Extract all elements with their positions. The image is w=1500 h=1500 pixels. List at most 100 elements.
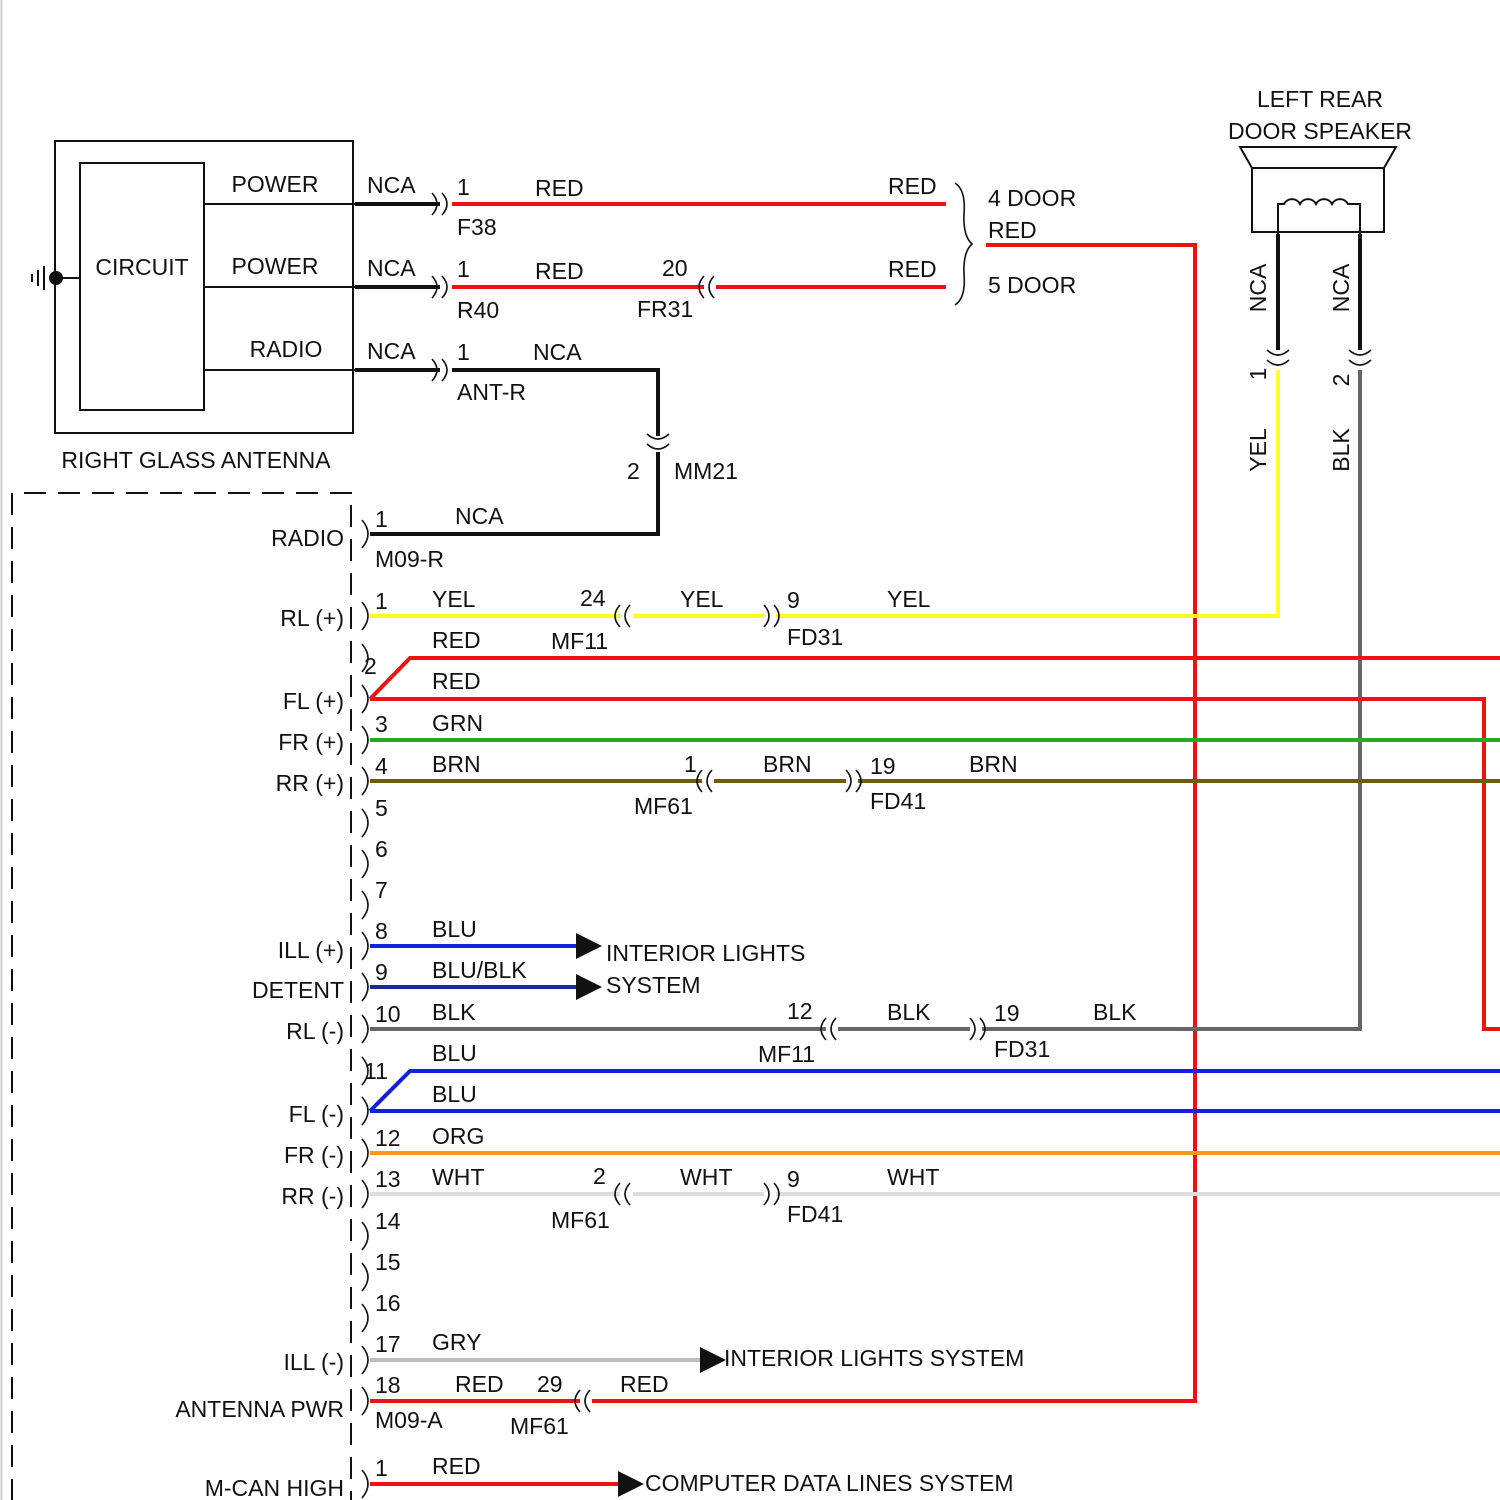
ill-pos-color: BLU — [432, 916, 477, 942]
radio-pin-label-rl-pos: RL (+) — [280, 605, 344, 631]
interior-lights-line-1: INTERIOR LIGHTS — [606, 940, 805, 966]
fl-neg-color-b: BLU — [432, 1081, 477, 1107]
radio-pin-label-fr-pos: FR (+) — [278, 729, 344, 755]
mf61-b-pin: 2 — [593, 1163, 606, 1189]
rr-neg-color-3: WHT — [887, 1164, 939, 1190]
radio-pin-label-ill-neg: ILL (-) — [284, 1349, 345, 1375]
m09-a-name: M09-A — [375, 1407, 443, 1433]
mf11-b-pin: 12 — [787, 998, 813, 1024]
rl-pos-color-2: YEL — [680, 586, 724, 612]
radio-pin-number-15: 12 — [375, 1125, 401, 1151]
fd41-a-name: FD41 — [870, 788, 926, 814]
rr-pos-color-1: BRN — [432, 751, 481, 777]
computer-data-lines: COMPUTER DATA LINES SYSTEM — [645, 1470, 1013, 1496]
radio-pin-number-7: 5 — [375, 795, 388, 821]
mcan-color: RED — [432, 1453, 481, 1479]
radio-pin-number-13: 11 — [364, 1058, 388, 1084]
radio-ant-color: NCA — [533, 339, 582, 365]
radio-pin-label-m-can-high: M-CAN HIGH — [205, 1475, 344, 1500]
power-2-color-right: RED — [888, 256, 937, 282]
mm21-name: MM21 — [674, 458, 738, 484]
circuit-label: CIRCUIT — [95, 254, 188, 280]
fr31-name: FR31 — [637, 296, 693, 322]
fd31-b-pin: 19 — [994, 1000, 1020, 1026]
radio-pin-number-19: 16 — [375, 1290, 401, 1316]
radio-pin-number-1: 1 — [375, 506, 388, 532]
ant-r-name: ANT-R — [457, 379, 526, 405]
fr-neg-color: ORG — [432, 1123, 484, 1149]
rl-neg-color-1: BLK — [432, 999, 476, 1025]
mf61-b-name: MF61 — [551, 1207, 610, 1233]
speaker-title-line-1: LEFT REAR — [1257, 86, 1383, 112]
power-1-color-right: RED — [888, 173, 937, 199]
radio-pin-number-3: 2 — [364, 653, 377, 679]
radio-pin-label-fl-neg: FL (-) — [289, 1101, 344, 1127]
radio-pin-number-21: 18 — [375, 1372, 401, 1398]
speaker-wire-code-2: NCA — [1328, 263, 1354, 312]
r40-name: R40 — [457, 297, 499, 323]
radio-pin-number-16: 13 — [375, 1166, 401, 1192]
rl-neg-color-3: BLK — [1093, 999, 1137, 1025]
f38-pin: 1 — [457, 174, 470, 200]
fl-neg-color-a: BLU — [432, 1040, 477, 1066]
antenna-wire-code-2: NCA — [367, 255, 416, 281]
power-2-color-left: RED — [535, 258, 584, 284]
mf11-b-name: MF11 — [758, 1041, 815, 1067]
radio-pin-label-rl-neg: RL (-) — [286, 1018, 344, 1044]
antenna-pin-label-radio: RADIO — [250, 336, 323, 362]
radio-in-color: NCA — [455, 503, 504, 529]
speaker-title-line-2: DOOR SPEAKER — [1228, 118, 1412, 144]
radio-pin-number-11: 9 — [375, 959, 388, 985]
radio-pin-number-22: 1 — [375, 1455, 388, 1481]
speaker-wire-code-1: NCA — [1245, 263, 1271, 312]
rr-neg-color-2: WHT — [680, 1164, 732, 1190]
variant-red: RED — [988, 217, 1037, 243]
radio-pin-label-antenna-pwr: ANTENNA PWR — [175, 1396, 344, 1422]
mm21-pin: 2 — [627, 458, 640, 484]
mf11-a-name: MF11 — [551, 628, 608, 654]
m09-r-name: M09-R — [375, 546, 444, 572]
ant-pwr-color-1: RED — [455, 1371, 504, 1397]
fd31-a-name: FD31 — [787, 624, 843, 650]
ant-pwr-color-2: RED — [620, 1371, 669, 1397]
antenna-wire-code-1: NCA — [367, 172, 416, 198]
antenna-wire-code-3: NCA — [367, 338, 416, 364]
radio-pin-label-fr-neg: FR (-) — [284, 1142, 344, 1168]
fl-pos-color-b: RED — [432, 668, 481, 694]
fr31-pin: 20 — [662, 255, 688, 281]
radio-pin-label-rr-neg: RR (-) — [281, 1183, 344, 1209]
radio-pin-label-fl-pos: FL (+) — [283, 688, 344, 714]
variant-4-door: 4 DOOR — [988, 185, 1076, 211]
radio-pin-number-20: 17 — [375, 1331, 401, 1357]
fd31-a-pin: 9 — [787, 587, 800, 613]
radio-pin-number-10: 8 — [375, 918, 388, 944]
radio-pin-number-12: 10 — [375, 1001, 401, 1027]
ill-neg-color: GRY — [432, 1329, 481, 1355]
r40-pin: 1 — [457, 256, 470, 282]
variant-5-door: 5 DOOR — [988, 272, 1076, 298]
fd31-b-name: FD31 — [994, 1036, 1050, 1062]
radio-pin-label-rr-pos: RR (+) — [276, 770, 344, 796]
speaker-pin-1: 1 — [1245, 368, 1271, 381]
antenna-pin-label-power-2: POWER — [232, 253, 319, 279]
radio-pin-number-2: 1 — [375, 588, 388, 614]
rr-neg-color-1: WHT — [432, 1164, 484, 1190]
mf61-c-name: MF61 — [510, 1413, 569, 1439]
detent-color: BLU/BLK — [432, 957, 527, 983]
fr-pos-color: GRN — [432, 710, 483, 736]
speaker-wire-color-1: YEL — [1245, 428, 1271, 472]
radio-pin-label-ill-pos: ILL (+) — [278, 937, 344, 963]
mf61-a-pin: 1 — [684, 751, 697, 777]
antenna-pin-label-power-1: POWER — [232, 171, 319, 197]
antenna-name: RIGHT GLASS ANTENNA — [61, 447, 331, 473]
fl-pos-color-a: RED — [432, 627, 481, 653]
radio-pin-label-detent: DETENT — [252, 977, 344, 1003]
radio-pin-number-5: 3 — [375, 711, 388, 737]
interior-lights-system: INTERIOR LIGHTS SYSTEM — [724, 1345, 1024, 1371]
mf61-a-name: MF61 — [634, 793, 693, 819]
mf11-a-pin: 24 — [580, 585, 606, 611]
interior-lights-line-2: SYSTEM — [606, 972, 701, 998]
radio-pin-number-8: 6 — [375, 836, 388, 862]
radio-pin-number-18: 15 — [375, 1249, 401, 1275]
